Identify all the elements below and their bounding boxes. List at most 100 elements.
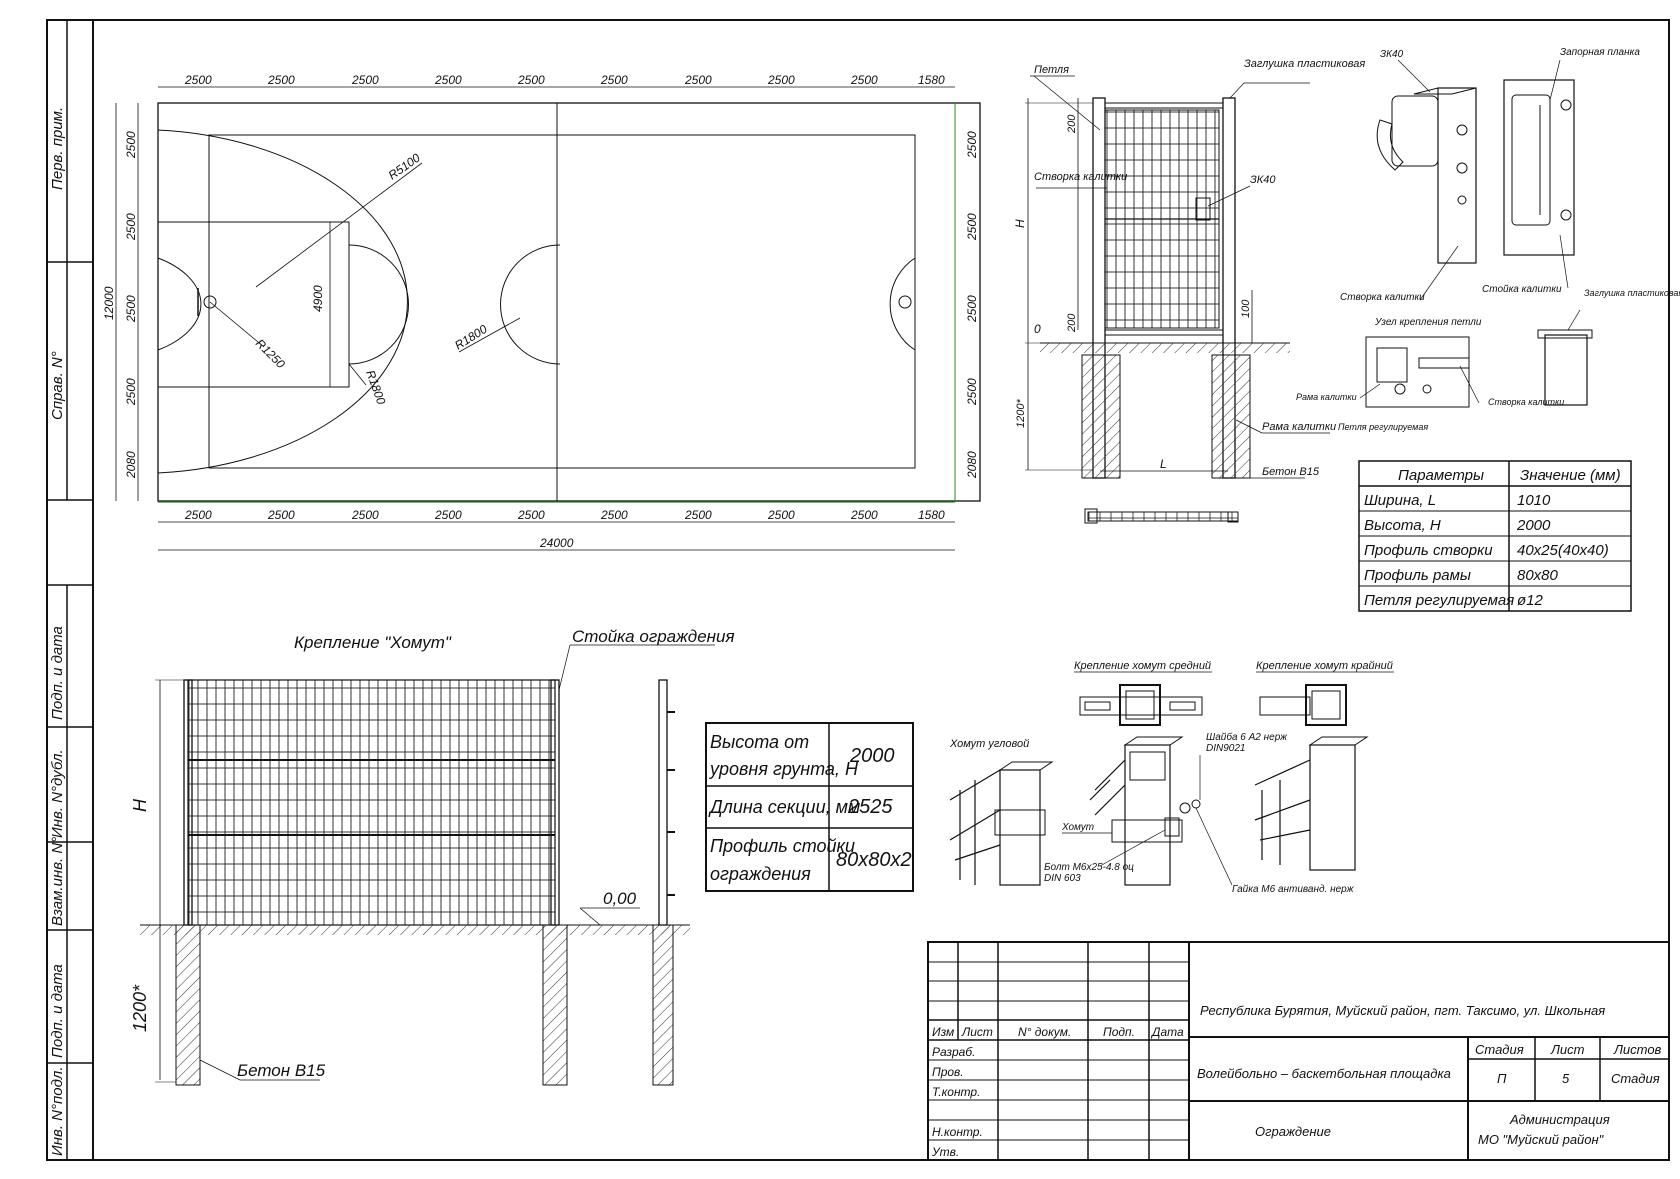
side-stamp: Перв. прим. Справ. N° Подп. и дата Инв. … bbox=[49, 107, 66, 1156]
label-r1250: R1250 bbox=[253, 336, 288, 371]
tb-listov-header: Листов bbox=[1613, 1042, 1662, 1057]
dim-text: 1580 bbox=[918, 508, 945, 522]
label-homut: Хомут bbox=[1061, 822, 1094, 833]
stamp-inv-dubl: Инв. N°дубл. bbox=[49, 749, 66, 838]
label-beton-gate: Бетон B15 bbox=[1262, 466, 1320, 478]
label-lock-stvorka2: Створка калитки bbox=[1488, 397, 1564, 407]
params-cell: 80х80 bbox=[1517, 567, 1559, 584]
lock-details: ЗК40 Запорная планка Створка калитки Сто… bbox=[1296, 47, 1680, 432]
label-zaglushka: Заглушка пластиковая bbox=[1244, 58, 1365, 70]
title-block: Изм Лист N° докум. Подп. Дата Разраб. Пр… bbox=[927, 941, 1670, 1161]
tb-stadiya-header: Стадия bbox=[1475, 1042, 1524, 1057]
fence-table-cell: 2525 bbox=[847, 796, 893, 818]
label-zero: 0 bbox=[1034, 322, 1041, 336]
dim-text: 2500 bbox=[124, 131, 138, 159]
fence-table-cell: ограждения bbox=[710, 864, 811, 884]
dim-text: 2500 bbox=[600, 73, 628, 87]
dim-text: 2500 bbox=[965, 213, 979, 241]
params-cell: Профиль рамы bbox=[1364, 567, 1471, 584]
fence-table-cell: уровня грунта, H bbox=[708, 759, 859, 779]
court-right-dims: 2500 2500 2500 2500 2080 bbox=[965, 131, 979, 479]
center-circle-left bbox=[500, 244, 561, 365]
params-cell: Профиль створки bbox=[1364, 542, 1493, 559]
label-stoyka-ograzhdeniya: Стойка ограждения bbox=[572, 627, 735, 646]
label-lock-zaglushka: Заглушка пластиковая bbox=[1584, 288, 1680, 298]
params-cell: Петля регулируемая bbox=[1364, 592, 1514, 609]
tb-org-line1: Администрация bbox=[1509, 1112, 1610, 1127]
court-bottom-dims: 2500 2500 2500 2500 2500 2500 2500 2500 … bbox=[184, 508, 945, 550]
dim-text: 2500 bbox=[965, 295, 979, 323]
fence-table-cell: 2000 bbox=[849, 745, 895, 767]
dim-text: 2500 bbox=[434, 508, 462, 522]
free-throw-arc bbox=[348, 244, 409, 365]
fence-table-cell: 80х80х2 bbox=[836, 849, 912, 871]
label-gate-l: L bbox=[1160, 457, 1167, 471]
label-4900: 4900 bbox=[311, 285, 325, 312]
label-stvorka: Створка калитки bbox=[1034, 171, 1127, 183]
label-fence-h: H bbox=[130, 798, 150, 812]
dim-text: 2500 bbox=[684, 508, 712, 522]
label-level-zero: 0,00 bbox=[603, 889, 637, 908]
label-homut-krayniy: Крепление хомут крайний bbox=[1256, 660, 1393, 672]
gate-elevation: Петля Заглушка пластиковая Створка калит… bbox=[1013, 58, 1365, 524]
tb-project: Волейбольно – баскетбольная площадка bbox=[1197, 1066, 1451, 1081]
tb-col-dok: N° докум. bbox=[1018, 1025, 1071, 1039]
stamp-inv-podl: Инв. N°подл. bbox=[49, 1067, 66, 1157]
dim-text: 2080 bbox=[124, 451, 138, 479]
tb-col-list: Лист bbox=[961, 1025, 993, 1039]
dim-text: 2500 bbox=[124, 295, 138, 323]
dim-text: 2500 bbox=[767, 508, 795, 522]
tb-nkontr: Н.контр. bbox=[932, 1125, 983, 1139]
tb-col-data: Дата bbox=[1150, 1025, 1184, 1039]
three-point-arc bbox=[157, 129, 408, 474]
dim-text: 2500 bbox=[184, 73, 212, 87]
tb-prov: Пров. bbox=[932, 1065, 964, 1079]
label-homut-uglovoy: Хомут угловой bbox=[949, 738, 1029, 750]
label-stoyka: Стойка калитки bbox=[1482, 284, 1562, 295]
court-top-dims: 2500 2500 2500 2500 2500 2500 2500 2500 … bbox=[184, 73, 945, 87]
tb-listov: Стадия bbox=[1611, 1071, 1660, 1086]
label-shayba: Шайба 6 A2 нерж bbox=[1206, 731, 1288, 743]
label-petlya: Петля bbox=[1034, 64, 1069, 76]
fence-table-cell: Длина секции, мм bbox=[708, 797, 860, 817]
params-cell: 40х25(40х40) bbox=[1517, 542, 1609, 559]
params-cell: 2000 bbox=[1516, 517, 1551, 534]
court-plan: 2500 2500 2500 2500 2500 2500 2500 2500 … bbox=[102, 73, 981, 551]
tb-utv: Утв. bbox=[931, 1145, 959, 1159]
tb-tkontr: Т.контр. bbox=[932, 1085, 980, 1099]
dim-total-length: 24000 bbox=[539, 536, 574, 550]
params-cell: Высота, H bbox=[1364, 517, 1441, 534]
tb-list: 5 bbox=[1562, 1071, 1570, 1086]
label-gate-h: H bbox=[1013, 219, 1027, 228]
params-table: Параметры Значение (мм) Ширина, L 1010 В… bbox=[1358, 460, 1632, 612]
tb-razrab: Разраб. bbox=[932, 1045, 975, 1059]
label-r1800-ft: R1800 bbox=[363, 368, 388, 406]
label-100: 100 bbox=[1240, 299, 1252, 318]
stamp-podp-data-2: Подп. и дата bbox=[49, 964, 66, 1058]
label-zk40: ЗК40 bbox=[1250, 174, 1276, 186]
dim-text: 2500 bbox=[850, 508, 878, 522]
label-zapornaya: Запорная планка bbox=[1560, 47, 1640, 58]
params-cell: ø12 bbox=[1517, 592, 1544, 609]
volleyball-court bbox=[208, 134, 916, 469]
dim-text: 2500 bbox=[267, 508, 295, 522]
dim-text: 2500 bbox=[517, 508, 545, 522]
dim-text: 2500 bbox=[517, 73, 545, 87]
label-bolt-din: DIN 603 bbox=[1044, 873, 1081, 884]
params-header-name: Параметры bbox=[1398, 467, 1484, 484]
params-cell: 1010 bbox=[1517, 492, 1551, 509]
label-fence-beton: Бетон B15 bbox=[237, 1061, 326, 1080]
label-200-bottom: 200 bbox=[1066, 313, 1078, 333]
label-r1800-center: R1800 bbox=[452, 322, 490, 353]
fence-table: Высота от уровня грунта, H 2000 Длина се… bbox=[705, 722, 914, 892]
tb-address: Республика Бурятия, Муйский район, пгт. … bbox=[1200, 1003, 1605, 1018]
dim-text: 2500 bbox=[184, 508, 212, 522]
label-bolt: Болт M6х25-4.8 оц bbox=[1044, 862, 1134, 873]
dim-text: 2500 bbox=[267, 73, 295, 87]
dim-text: 2500 bbox=[351, 73, 379, 87]
dim-text: 1580 bbox=[918, 73, 945, 87]
label-lock-stvorka: Створка калитки bbox=[1340, 292, 1425, 303]
label-homut-sredniy: Крепление хомут средний bbox=[1074, 660, 1211, 672]
label-200-top: 200 bbox=[1066, 114, 1078, 134]
